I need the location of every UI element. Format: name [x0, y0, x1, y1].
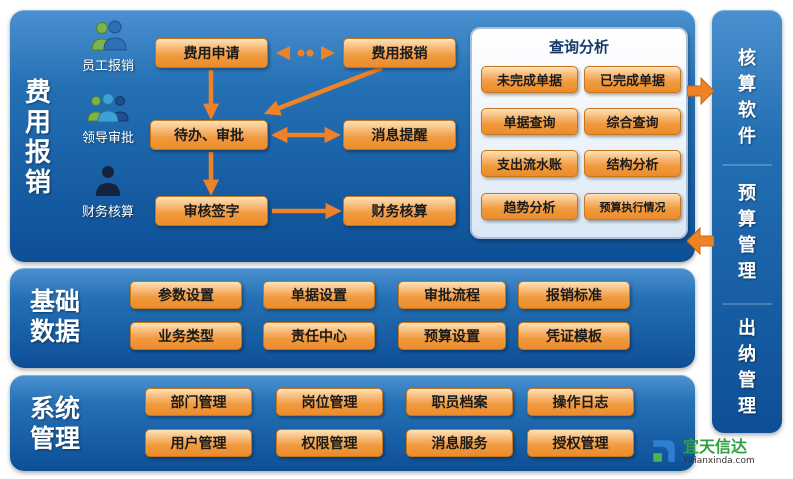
- vendor-domain: Yitianxinda.com: [683, 456, 755, 466]
- right-panel-divider: [722, 164, 772, 166]
- related-modules-panel: [712, 10, 782, 433]
- person-icon: [70, 164, 146, 200]
- query-button-doc-query[interactable]: 单据查询: [481, 108, 578, 135]
- query-button-trend-analysis[interactable]: 趋势分析: [481, 193, 578, 220]
- role-financial-accounting: 财务核算: [70, 164, 146, 220]
- system-button-message-service[interactable]: 消息服务: [406, 429, 513, 457]
- system-button-position-mgmt[interactable]: 岗位管理: [276, 388, 383, 416]
- right-item-cashier-management: 出纳管理: [738, 318, 756, 417]
- query-button-budget-execution[interactable]: 预算执行情况: [584, 193, 681, 220]
- right-item-accounting-software: 核算软件: [738, 48, 756, 147]
- basic-button-business-type[interactable]: 业务类型: [130, 322, 242, 350]
- system-button-permission-mgmt[interactable]: 权限管理: [276, 429, 383, 457]
- vendor-logo[interactable]: 宜天信达 Yitianxinda.com: [650, 437, 793, 475]
- system-button-operation-log[interactable]: 操作日志: [527, 388, 634, 416]
- query-analysis-panel: 查询分析 未完成单据 已完成单据 单据查询 综合查询 支出流水账 结构分析 趋势…: [470, 27, 688, 239]
- basic-button-approval-flow[interactable]: 审批流程: [398, 281, 506, 309]
- flow-button-todo-approve[interactable]: 待办、审批: [150, 120, 268, 150]
- query-button-finished-docs[interactable]: 已完成单据: [584, 66, 681, 93]
- section-label-system-management: 系统管理: [29, 394, 80, 453]
- flow-button-audit-sign[interactable]: 审核签字: [155, 196, 268, 226]
- basic-button-responsibility-center[interactable]: 责任中心: [263, 322, 375, 350]
- section-label-basic-data: 基础数据: [29, 287, 80, 346]
- basic-button-budget-settings[interactable]: 预算设置: [398, 322, 506, 350]
- flow-button-message-remind[interactable]: 消息提醒: [343, 120, 456, 150]
- vendor-name: 宜天信达: [683, 437, 748, 456]
- query-button-structure-analysis[interactable]: 结构分析: [584, 150, 681, 177]
- system-button-staff-files[interactable]: 职员档案: [406, 388, 513, 416]
- three-people-icon: [70, 92, 146, 126]
- vendor-logo-icon: [650, 437, 678, 469]
- query-button-expense-journal[interactable]: 支出流水账: [481, 150, 578, 177]
- basic-button-doc-settings[interactable]: 单据设置: [263, 281, 375, 309]
- flow-button-expense-apply[interactable]: 费用申请: [155, 38, 268, 68]
- right-panel-divider: [722, 303, 772, 305]
- system-button-user-mgmt[interactable]: 用户管理: [145, 429, 252, 457]
- flow-button-financial-account[interactable]: 财务核算: [343, 196, 456, 226]
- flow-button-expense-reimburse[interactable]: 费用报销: [343, 38, 456, 68]
- role-label: 财务核算: [81, 205, 134, 220]
- arrow-right-to-modules-icon: [686, 76, 715, 109]
- section-label-expense-reimbursement: 费用报销: [24, 78, 51, 198]
- two-people-icon: [70, 20, 146, 54]
- right-item-budget-management: 预算管理: [738, 183, 756, 282]
- basic-button-reimburse-standard[interactable]: 报销标准: [518, 281, 630, 309]
- basic-button-parameter-settings[interactable]: 参数设置: [130, 281, 242, 309]
- basic-button-voucher-template[interactable]: 凭证模板: [518, 322, 630, 350]
- query-button-combined-query[interactable]: 综合查询: [584, 108, 681, 135]
- role-employee-reimbursement: 员工报销: [70, 20, 146, 74]
- query-button-unfinished-docs[interactable]: 未完成单据: [481, 66, 578, 93]
- role-label: 领导审批: [81, 131, 134, 146]
- system-button-department-mgmt[interactable]: 部门管理: [145, 388, 252, 416]
- role-leader-approval: 领导审批: [70, 92, 146, 146]
- arrow-left-from-modules-icon: [686, 226, 715, 259]
- system-button-authorization-mgmt[interactable]: 授权管理: [527, 429, 634, 457]
- query-analysis-title: 查询分析: [548, 38, 609, 56]
- role-label: 员工报销: [81, 59, 134, 74]
